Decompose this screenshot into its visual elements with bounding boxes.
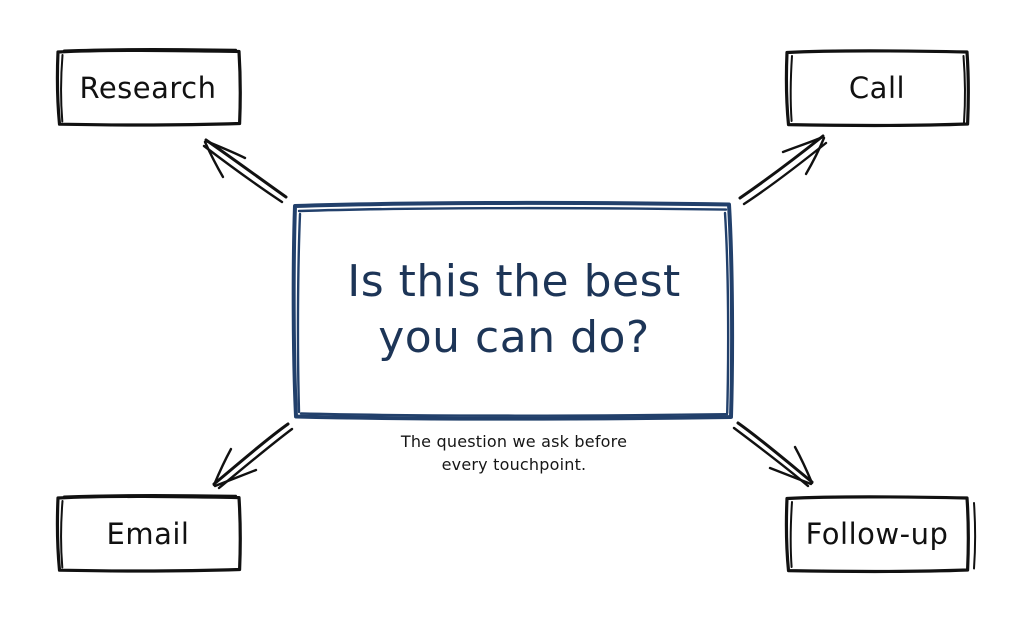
followup-box-outline: [784, 495, 977, 574]
call-box-outline: [784, 49, 970, 128]
arrow-to-followup: [732, 421, 814, 488]
node-research-label: Research: [79, 71, 217, 105]
node-followup[interactable]: Follow-up: [781, 492, 973, 576]
node-followup-label: Follow-up: [805, 517, 949, 551]
node-research[interactable]: Research: [52, 46, 244, 130]
caption: The question we ask before every touchpo…: [312, 430, 716, 476]
node-call-label: Call: [848, 71, 906, 105]
central-question-box[interactable]: Is this the best you can do?: [288, 196, 740, 424]
node-email[interactable]: Email: [52, 492, 244, 576]
caption-line-2: every touchpoint.: [441, 455, 587, 475]
node-call[interactable]: Call: [781, 46, 973, 130]
arrow-to-research: [202, 138, 288, 204]
central-question-text: Is this the best you can do?: [329, 254, 699, 367]
central-question-line-1: Is this the best: [347, 255, 681, 307]
node-email-label: Email: [106, 517, 190, 551]
caption-line-1: The question we ask before: [400, 432, 628, 451]
arrow-to-call: [738, 134, 828, 206]
central-box-outline: [291, 200, 735, 421]
research-box-outline: [55, 47, 242, 127]
email-box-outline: [55, 493, 242, 573]
central-question-line-2: you can do?: [378, 312, 650, 363]
arrow-to-email: [212, 422, 294, 490]
